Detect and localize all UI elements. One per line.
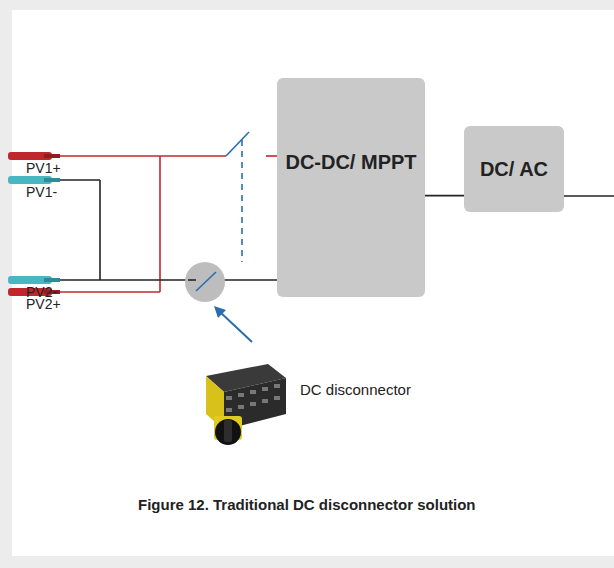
signal-line (425, 195, 464, 196)
pin-label: PV2- (26, 284, 57, 300)
process-box: DC/ AC (464, 126, 564, 212)
process-box: DC-DC/ MPPT (277, 78, 425, 297)
pin-label: PV1+ (26, 160, 61, 176)
pin-label: PV1- (26, 184, 57, 200)
figure-caption: Figure 12. Traditional DC disconnector s… (138, 496, 476, 513)
box-label: DC/ AC (480, 157, 548, 182)
box-label: DC-DC/ MPPT (285, 150, 416, 175)
part-label: DC disconnector (300, 381, 411, 398)
